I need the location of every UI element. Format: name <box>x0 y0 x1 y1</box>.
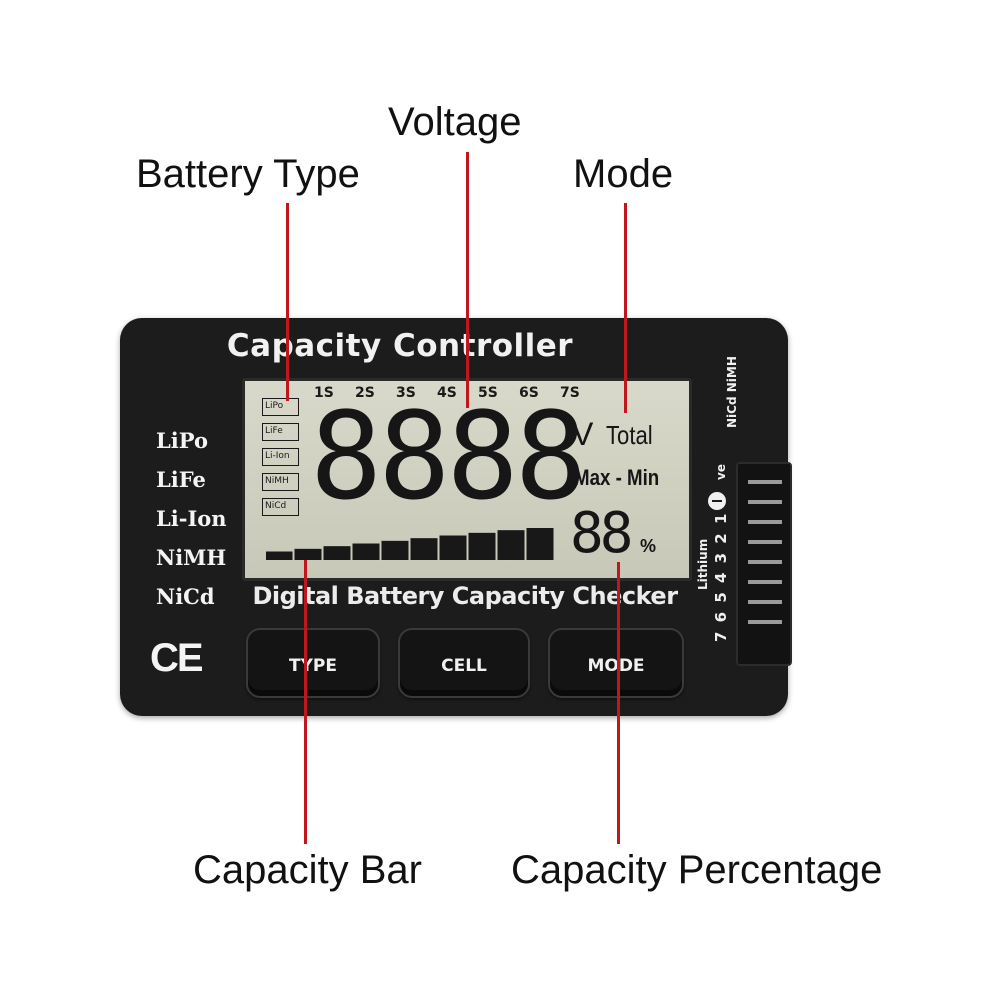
lcd-type-indicator: LiPo <box>262 398 299 416</box>
pin-number-labels: 7 6 5 4 3 2 1 <box>712 511 730 642</box>
nicd-nimh-text: NiCd NiMH <box>725 356 739 428</box>
leader-line-capacity-bar <box>304 560 307 844</box>
callout-capacity-percentage: Capacity Percentage <box>511 848 883 892</box>
lcd-type-indicator: NiMH <box>262 473 299 491</box>
leader-line-battery-type <box>286 203 289 401</box>
battery-type-list: LiPo LiFe Li-Ion NiMH NiCd <box>156 425 227 620</box>
negative-terminal-icon <box>708 492 726 510</box>
capacity-bar-segment <box>468 532 496 560</box>
connector-pin <box>748 540 782 544</box>
lcd-type-indicator: NiCd <box>262 498 299 516</box>
capacity-bar-segment <box>381 540 409 560</box>
ce-certification-mark: CE <box>150 636 204 680</box>
callout-mode: Mode <box>573 152 674 196</box>
battery-type-label: NiCd <box>156 584 215 609</box>
capacity-bar-segment <box>352 543 380 560</box>
connector-pin <box>748 620 782 624</box>
voltage-unit: V <box>572 416 594 452</box>
device-title: Capacity Controller <box>226 328 574 364</box>
leader-line-mode <box>624 203 627 413</box>
capacity-bar-segment <box>323 546 351 560</box>
lcd-type-indicator: Li-Ion <box>262 448 299 466</box>
max-min-label: Max - Min <box>574 465 660 490</box>
cell-count-row: 1S 2S 3S 4S 5S 6S 7S <box>314 385 601 401</box>
lcd-type-indicators: LiPo LiFe Li-Ion NiMH NiCd <box>262 398 299 523</box>
cell-count-label: 5S <box>478 385 498 401</box>
cell-count-label: 4S <box>437 385 457 401</box>
lithium-label: Lithium <box>696 538 710 590</box>
cell-count-label: 3S <box>396 385 416 401</box>
lcd-screen <box>242 378 692 581</box>
battery-type-label: LiPo <box>156 428 208 453</box>
percentage-value: 88 <box>570 501 633 566</box>
cell-button[interactable]: CELL <box>398 628 530 698</box>
capacity-bar-segment <box>497 530 525 560</box>
cell-count-label: 1S <box>314 385 334 401</box>
negative-label: ve <box>714 464 728 480</box>
callout-capacity-bar: Capacity Bar <box>193 848 422 892</box>
device-subtitle: Digital Battery Capacity Checker <box>252 582 678 610</box>
voltage-digits: 8888 <box>310 388 587 527</box>
cell-count-label: 7S <box>560 385 580 401</box>
mode-button[interactable]: MODE <box>548 628 684 698</box>
capacity-bar-segment <box>294 548 322 560</box>
capacity-bar-segment <box>526 528 554 560</box>
capacity-bar <box>266 528 554 560</box>
leader-line-capacity-percentage <box>617 562 620 844</box>
balance-connector <box>736 462 792 666</box>
cell-count-label: 6S <box>519 385 539 401</box>
type-button[interactable]: TYPE <box>246 628 380 698</box>
cell-count-label: 2S <box>355 385 375 401</box>
capacity-bar-segment <box>266 551 293 560</box>
battery-type-label: Li-Ion <box>156 506 227 531</box>
nicd-nimh-label: NiCd NiMH <box>725 356 739 428</box>
lcd-type-indicator: LiFe <box>262 423 299 441</box>
connector-pin <box>748 520 782 524</box>
connector-pin <box>748 580 782 584</box>
battery-type-label: NiMH <box>156 545 227 570</box>
connector-pin <box>748 600 782 604</box>
callout-voltage: Voltage <box>388 100 522 144</box>
percent-sign: % <box>640 536 657 556</box>
connector-pin <box>748 560 782 564</box>
leader-line-voltage <box>466 152 469 408</box>
total-label: Total <box>606 420 653 450</box>
capacity-bar-segment <box>410 538 438 560</box>
callout-battery-type: Battery Type <box>136 152 360 196</box>
connector-pin <box>748 500 782 504</box>
capacity-bar-segment <box>439 535 467 560</box>
connector-pin <box>748 480 782 484</box>
battery-type-label: LiFe <box>156 467 206 492</box>
